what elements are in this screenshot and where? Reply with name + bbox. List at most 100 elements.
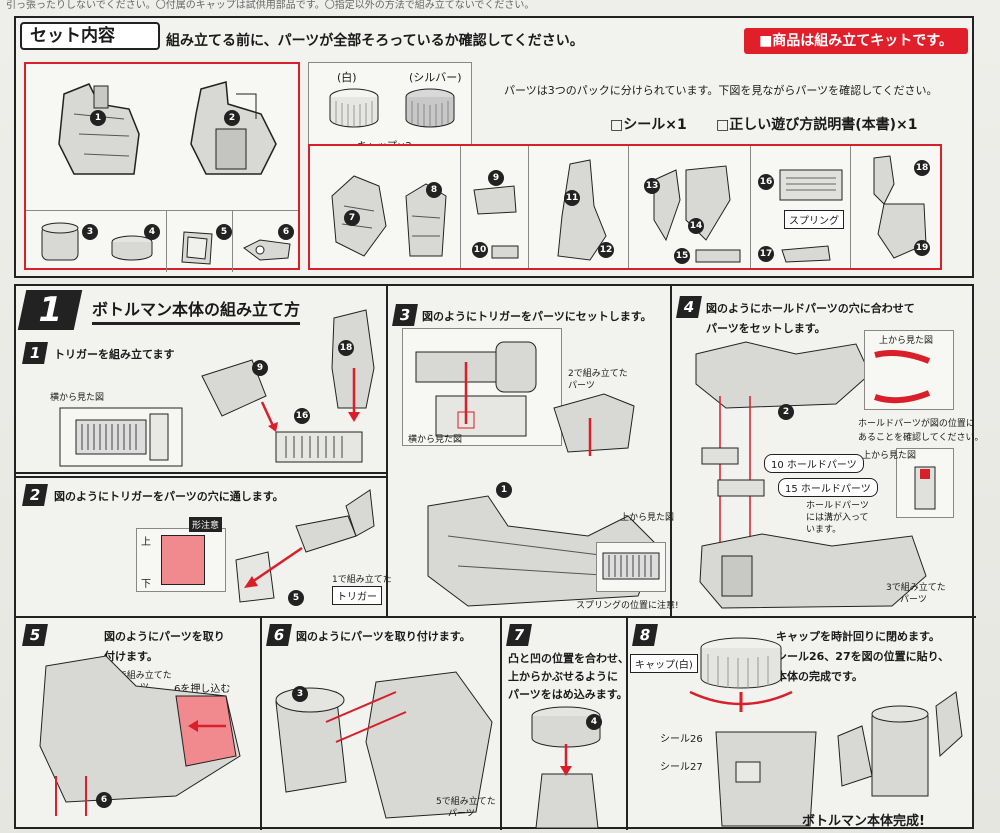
divider (628, 146, 629, 268)
step-2-made-part: トリガー (332, 586, 382, 605)
step-5-text-1: 図のようにパーツを取り (104, 630, 225, 643)
part-number: 9 (488, 170, 504, 186)
part-number: 19 (914, 240, 930, 256)
step-4-base-illustration (699, 533, 927, 609)
finish-label: ボトルマン本体完成! (802, 814, 925, 829)
part-number: 1 (496, 482, 512, 498)
divider (386, 286, 388, 616)
step-1-part18-illustration (331, 309, 375, 422)
part-number: 5 (216, 224, 232, 240)
step-7-illustration (531, 706, 601, 829)
part-3-illustration (41, 222, 79, 261)
part-13-illustration (653, 165, 731, 242)
top-note: 引っ張ったりしないでください。〇付属のキャップは試供用部品です。〇指定以外の方法… (6, 0, 535, 11)
step-4-text-2: パーツをセットします。 (706, 322, 826, 335)
step-4-made-part: パーツ (900, 595, 927, 605)
part-4-illustration (111, 235, 153, 261)
part-number: 3 (82, 224, 98, 240)
part-number: 2 (778, 404, 794, 420)
step-4-top-view: 上から見た図 (879, 336, 934, 346)
part-10-illustration (491, 245, 519, 259)
step-8-body-illustration (715, 731, 817, 827)
step-4-number: 4 (676, 296, 702, 318)
divider (260, 616, 262, 830)
step-8-number: 8 (632, 624, 658, 646)
step-4-groove-2: には溝が入って (806, 513, 869, 523)
part-number: 14 (688, 218, 704, 234)
step-1-side-view: 横から見た図 (50, 393, 105, 403)
step-4-groove-1: ホールドパーツ (806, 501, 869, 511)
manual-checkitem: □正しい遊び方説明書(本書)×1 (716, 117, 918, 133)
step-2-made-label: 1で組み立てた (332, 575, 392, 585)
step-4-text-1: 図のようにホールドパーツの穴に合わせて (706, 302, 915, 315)
step-7-text-1: 凸と凹の位置を合わせ、 (508, 652, 629, 665)
step-4-top-view-box: 上から見た図 (864, 330, 954, 410)
divider (16, 616, 976, 618)
part-number: 12 (598, 242, 614, 258)
step-3-made-label: 2で組み立てた (568, 369, 628, 379)
step-2-text: 図のようにトリガーをパーツの穴に通します。 (54, 490, 284, 503)
step-8-seal-26: シール26 (660, 734, 703, 745)
divider (850, 146, 851, 268)
part-number: 6 (278, 224, 294, 240)
step-2-shape-box: 形注意 上 下 (136, 517, 226, 592)
part-16-illustration (779, 169, 843, 201)
cap-silver-illustration (405, 88, 455, 128)
part-number: 13 (644, 178, 660, 194)
step-4-check-1: ホールドパーツが図の位置に (858, 419, 975, 429)
part-1-illustration (58, 83, 140, 175)
step-3-spring-note: スプリングの位置に注意! (576, 601, 679, 611)
part-number: 18 (914, 160, 930, 176)
kit-banner: ■商品は組み立てキットです。 (744, 28, 968, 54)
packs-note: パーツは3つのパックに分けられています。下図を見ながらパーツを確認してください。 (504, 84, 938, 97)
part-number: 15 (674, 248, 690, 264)
step-5-text-2: 付けます。 (104, 650, 158, 663)
step-1-side-illustration (59, 407, 183, 467)
step-3-spring-box (596, 542, 666, 592)
divider (460, 146, 461, 268)
assembly-title: ボトルマン本体の組み立て方 (92, 296, 301, 325)
part-5-illustration (181, 231, 213, 265)
step-3-number: 3 (392, 304, 418, 326)
part-15-illustration (695, 249, 741, 263)
part-number: 10 (472, 242, 488, 258)
divider (670, 286, 672, 616)
step-7-text-2: 上からかぶせるように (508, 670, 618, 683)
divider (16, 476, 386, 478)
part-8-illustration (405, 183, 447, 257)
divider (750, 146, 751, 268)
cap-white-illustration (329, 88, 379, 128)
part-number: 3 (292, 686, 308, 702)
set-contents-intro: 組み立てる前に、パーツが全部そろっているか確認してください。 (166, 33, 584, 49)
step-1-panel (16, 334, 386, 474)
down-label: 下 (141, 579, 151, 590)
step-6-text: 図のようにパーツを取り付けます。 (296, 630, 471, 643)
part-9-illustration (473, 185, 517, 215)
step-7-number: 7 (506, 624, 532, 646)
cap-white-label: (白) (337, 71, 357, 84)
part-number: 4 (586, 714, 602, 730)
sticker-checkitem: □シール×1 (610, 117, 687, 133)
step-2-illustration (235, 489, 375, 603)
part-number: 7 (344, 210, 360, 226)
parts-box-main: 1 2 3 4 5 (24, 62, 300, 272)
step-3-side-view: 横から見た図 (408, 435, 463, 445)
step-5-made-label: 4で組み立てた (112, 671, 172, 681)
part-number: 11 (564, 190, 580, 206)
assembly-section: 1 ボトルマン本体の組み立て方 1 トリガーを組み立てます 横から見た図 9 1… (14, 284, 983, 830)
divider (232, 210, 233, 272)
step-8-text-2: シール26、27を図の位置に貼り、 (776, 650, 950, 663)
step-2-number: 2 (22, 484, 48, 506)
divider (528, 146, 529, 268)
step-3-part2-illustration (553, 393, 635, 456)
step-5-illustration (39, 655, 241, 816)
set-contents-section: セット内容 組み立てる前に、パーツが全部そろっているか確認してください。 ■商品… (14, 16, 974, 278)
part-number: 2 (224, 110, 240, 126)
part-number: 5 (288, 590, 304, 606)
divider (500, 616, 502, 830)
divider (166, 210, 167, 272)
step-4-hold-15: 15 ホールドパーツ (778, 478, 878, 497)
step-3-text: 図のようにトリガーをパーツにセットします。 (422, 310, 652, 323)
step-8-cap-illustration (689, 637, 793, 712)
